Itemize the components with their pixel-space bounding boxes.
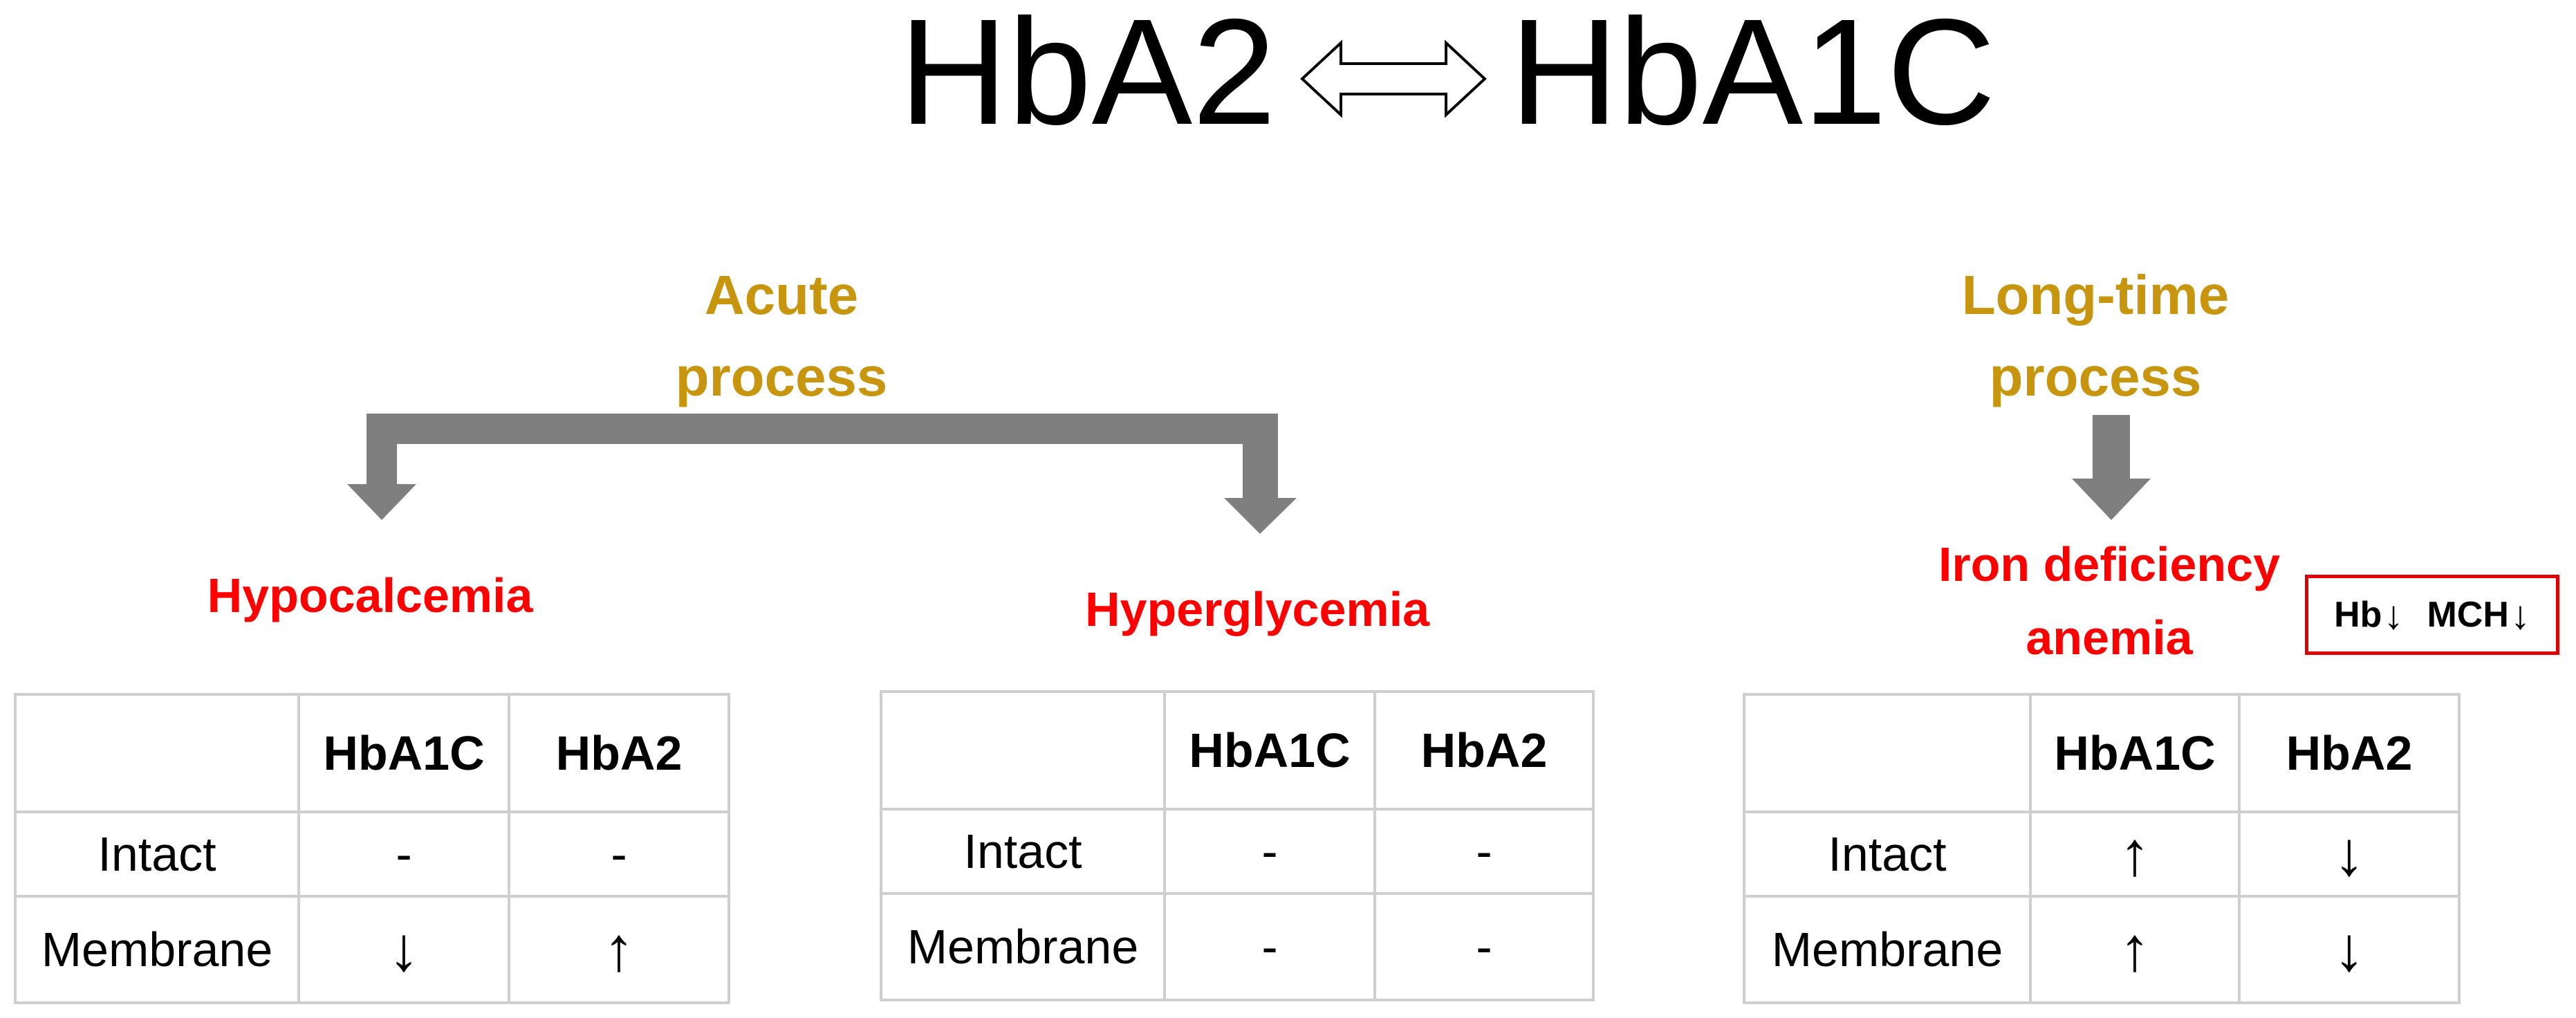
blood-indicator-label: Hb bbox=[2334, 595, 2382, 635]
hypocalcemia-table: HbA1C HbA2 Intact - - Membrane ↓ ↑ bbox=[14, 693, 730, 1004]
row-label: Membrane bbox=[1743, 895, 2032, 1004]
table-row: Intact - - bbox=[14, 811, 730, 898]
dash-value: - bbox=[1476, 920, 1492, 974]
row-label: Intact bbox=[14, 811, 300, 898]
table-cell: ↓ bbox=[2238, 895, 2461, 1004]
table-header-row: HbA1C HbA2 bbox=[880, 690, 1595, 811]
acute-process-line-1: Acute bbox=[704, 264, 859, 326]
blood-indicator-hb: Hb ↓ bbox=[2334, 594, 2403, 636]
hyperglycemia-label: Hyperglycemia bbox=[1029, 573, 1485, 646]
table-header-cell: HbA1C bbox=[1163, 690, 1376, 811]
dash-value: - bbox=[1261, 824, 1278, 878]
table-row: Membrane ↑ ↓ bbox=[1743, 895, 2461, 1004]
table-cell: - bbox=[1163, 892, 1376, 1001]
table-header-row: HbA1C HbA2 bbox=[14, 693, 730, 813]
table-header-cell: HbA2 bbox=[1373, 690, 1595, 811]
table-cell: - bbox=[1373, 808, 1595, 895]
double-arrow-icon bbox=[1300, 39, 1487, 118]
long-time-process-line-2: process bbox=[1989, 346, 2202, 407]
table-header-cell bbox=[1743, 693, 2032, 813]
table-cell: - bbox=[1163, 808, 1376, 895]
row-label: Intact bbox=[1743, 811, 2032, 898]
row-label: Membrane bbox=[14, 895, 300, 1004]
down-arrow-icon: ↓ bbox=[2333, 915, 2365, 984]
table-cell: ↑ bbox=[2029, 895, 2241, 1004]
table-row: Intact ↑ ↓ bbox=[1743, 811, 2461, 898]
row-label: Intact bbox=[880, 808, 1166, 895]
blood-indicator-mch: MCH ↓ bbox=[2427, 594, 2530, 636]
blood-indicators-box: Hb ↓ MCH ↓ bbox=[2305, 575, 2559, 655]
table-row: Membrane - - bbox=[880, 892, 1595, 1001]
hyperglycemia-table: HbA1C HbA2 Intact - - Membrane - - bbox=[880, 690, 1595, 1001]
table-header-cell: HbA1C bbox=[2029, 693, 2241, 813]
iron-deficiency-anemia-label: Iron deficiency anemia bbox=[1881, 528, 2337, 674]
blood-indicator-label: MCH bbox=[2427, 595, 2509, 635]
dash-value: - bbox=[1476, 824, 1492, 878]
table-cell: ↓ bbox=[297, 895, 510, 1004]
table-header-cell: HbA2 bbox=[2238, 693, 2461, 813]
down-arrow-icon: ↓ bbox=[2333, 820, 2365, 889]
long-time-process-line-1: Long-time bbox=[1961, 264, 2230, 326]
up-arrow-icon: ↑ bbox=[603, 915, 635, 984]
table-header-cell bbox=[880, 690, 1166, 811]
hyperglycemia-line-1: Hyperglycemia bbox=[1084, 582, 1430, 636]
table-header-cell: HbA1C bbox=[297, 693, 510, 813]
long-time-down-arrow-icon bbox=[2072, 415, 2151, 520]
title-hba2: HbA2 bbox=[899, 0, 1277, 156]
down-arrow-icon: ↓ bbox=[2510, 593, 2530, 638]
long-time-process-label: Long-time process bbox=[1922, 254, 2268, 418]
table-cell: ↓ bbox=[2238, 811, 2461, 898]
dash-value: - bbox=[611, 827, 627, 881]
table-header-cell: HbA2 bbox=[508, 693, 730, 813]
table-header-row: HbA1C HbA2 bbox=[1743, 693, 2461, 813]
table-cell: - bbox=[297, 811, 510, 898]
table-cell: ↑ bbox=[508, 895, 730, 1004]
up-arrow-icon: ↑ bbox=[2119, 915, 2151, 984]
hypocalcemia-label: Hypocalcemia bbox=[159, 559, 581, 632]
acute-split-arrow-icon bbox=[347, 414, 1297, 534]
table-row: Intact - - bbox=[880, 808, 1595, 895]
iron-deficiency-table: HbA1C HbA2 Intact ↑ ↓ Membrane ↑ ↓ bbox=[1743, 693, 2461, 1004]
iron-deficiency-line-1: Iron deficiency bbox=[1938, 537, 2281, 591]
up-arrow-icon: ↑ bbox=[2119, 820, 2151, 889]
dash-value: - bbox=[1261, 920, 1278, 974]
table-cell: ↑ bbox=[2029, 811, 2241, 898]
table-cell: - bbox=[1373, 892, 1595, 1001]
table-cell: - bbox=[508, 811, 730, 898]
acute-process-label: Acute process bbox=[622, 254, 940, 418]
dash-value: - bbox=[396, 827, 412, 881]
table-row: Membrane ↓ ↑ bbox=[14, 895, 730, 1004]
iron-deficiency-line-2: anemia bbox=[2026, 611, 2193, 665]
acute-process-line-2: process bbox=[675, 346, 888, 407]
title-hba1c: HbA1C bbox=[1510, 0, 1996, 156]
hypocalcemia-line-1: Hypocalcemia bbox=[207, 568, 533, 622]
down-arrow-icon: ↓ bbox=[388, 915, 420, 984]
row-label: Membrane bbox=[880, 892, 1166, 1001]
down-arrow-icon: ↓ bbox=[2383, 593, 2404, 638]
table-header-cell bbox=[14, 693, 300, 813]
